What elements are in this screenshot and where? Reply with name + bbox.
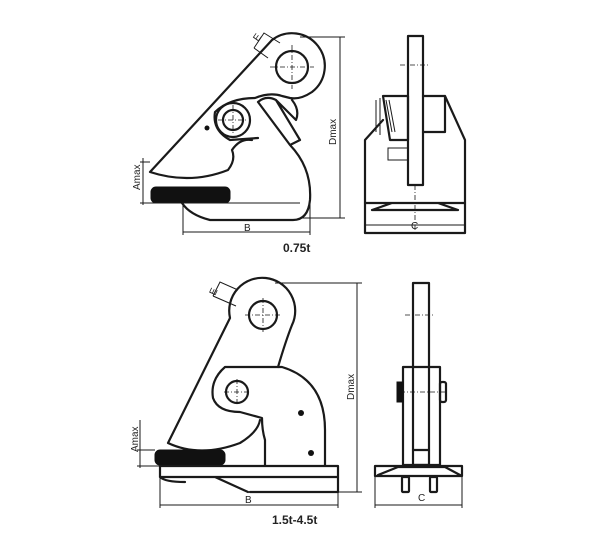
protective-pad (150, 186, 231, 204)
clamp-body-outline (148, 32, 326, 180)
lifting-plate (411, 281, 431, 467)
rivet (204, 125, 210, 131)
clamp-0-75t-end-view: C (363, 34, 467, 235)
lifting-plate (406, 34, 425, 187)
dim-e-label: E (208, 286, 221, 297)
dim-c-label: C (418, 493, 425, 504)
figure-caption-1-5t-4-5t: 1.5t-4.5t (272, 513, 317, 527)
bolt-head (438, 380, 448, 404)
hook-jaw (180, 96, 312, 222)
rivet (298, 410, 304, 416)
nut (396, 381, 404, 403)
leg (400, 475, 411, 494)
dim-b-label: B (245, 495, 252, 506)
protective-pad (154, 449, 226, 466)
dim-b-label: B (244, 223, 251, 234)
dim-c-label: C (411, 221, 418, 232)
base-plate (158, 464, 340, 494)
clamp-1-5t-end-view: C (373, 281, 464, 508)
dim-amax-label: Amax (132, 164, 143, 190)
rivet (308, 450, 314, 456)
dim-amax-label: Amax (130, 426, 141, 452)
clamp-body (211, 365, 327, 467)
leg (428, 475, 439, 494)
dim-e-label: E (251, 32, 264, 44)
figure-caption-0-75t: 0.75t (283, 241, 310, 255)
clamp-arm-outline (166, 276, 297, 452)
clamp-0-75t-front-view: E Amax B Dmax (132, 32, 345, 235)
clamp-1-5t-front-view: E Amax B Dmax (130, 276, 362, 508)
dim-dmax-label: Dmax (328, 119, 339, 145)
dim-dmax-label: Dmax (346, 374, 357, 400)
pivot-pin-outer (214, 101, 252, 139)
